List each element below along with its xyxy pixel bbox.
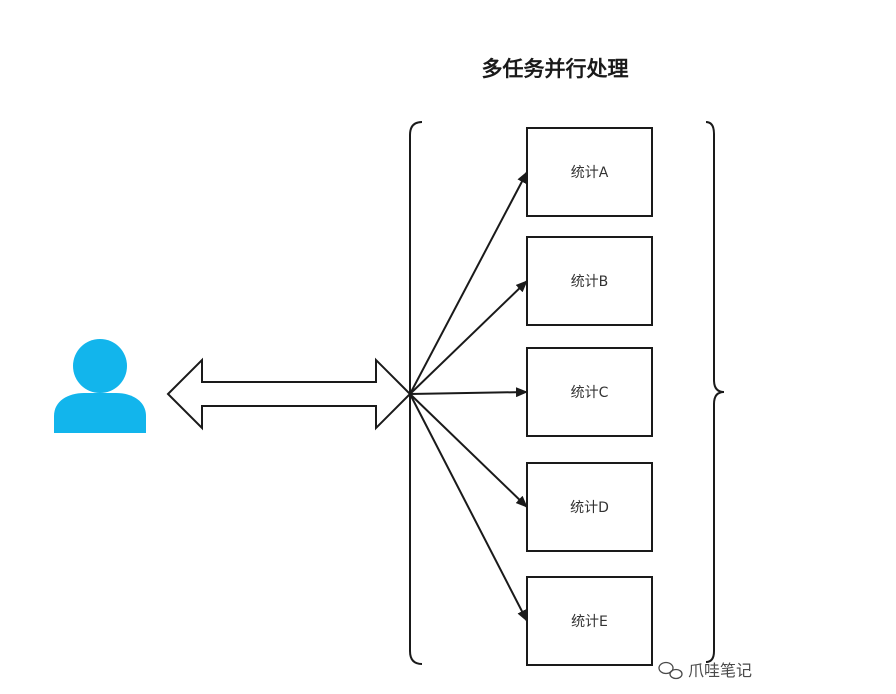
task-label: 统计E bbox=[571, 614, 608, 630]
task-box-rect bbox=[526, 462, 653, 552]
task-label: 统计A bbox=[571, 165, 609, 181]
task-label: 统计C bbox=[571, 385, 609, 401]
user-icon bbox=[54, 339, 146, 433]
task-box-1: 统计A bbox=[526, 127, 653, 217]
task-box-3: 统计C bbox=[526, 347, 653, 437]
task-box-5: 统计E bbox=[526, 576, 653, 666]
arrow-to-task-5 bbox=[409, 393, 528, 622]
arrow-to-task-2 bbox=[409, 280, 528, 395]
watermark-text: 爪哇笔记 bbox=[688, 661, 752, 680]
fan-out-arrows bbox=[409, 171, 528, 622]
task-label: 统计D bbox=[570, 500, 609, 516]
arrow-to-task-1 bbox=[409, 171, 528, 395]
double-arrow bbox=[166, 357, 412, 431]
arrow-to-task-4 bbox=[409, 393, 528, 508]
watermark: 爪哇笔记 bbox=[658, 661, 752, 680]
task-box-4: 统计D bbox=[526, 462, 653, 552]
task-box-2: 统计B bbox=[526, 236, 653, 326]
wechat-icon bbox=[658, 661, 683, 680]
task-boxes: 统计A 统计B 统计C 统计D 统计E bbox=[526, 127, 653, 666]
task-box-rect bbox=[526, 347, 653, 437]
task-box-rect bbox=[526, 576, 653, 666]
task-box-rect bbox=[526, 236, 653, 326]
arrow-to-task-3 bbox=[409, 387, 528, 398]
diagram-title: 多任务并行处理 bbox=[482, 57, 629, 81]
task-box-rect bbox=[526, 127, 653, 217]
right-brace bbox=[705, 121, 725, 663]
task-label: 统计B bbox=[571, 274, 609, 290]
